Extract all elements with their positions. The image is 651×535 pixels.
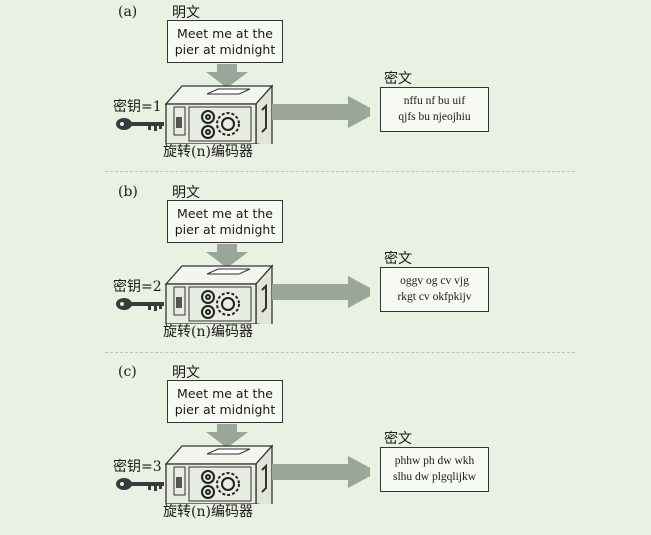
plaintext-line-2: pier at midnight: [174, 42, 276, 57]
key-label: 密钥=1: [113, 99, 162, 115]
key-icon: [116, 118, 164, 131]
ciphertext-line-1: phhw ph dw wkh: [394, 455, 475, 467]
input-funnel-arrow: [206, 244, 248, 268]
gear-icon: [201, 110, 240, 139]
rotation-encoder-machine: [116, 424, 370, 504]
ciphertext-box: phhw ph dw wkh slhu dw plgqlijkw: [380, 447, 489, 492]
plaintext-box: Meet me at the pier at midnight: [167, 20, 283, 63]
ciphertext-box: oggv og cv vjg rkgt cv okfpkijv: [380, 267, 489, 312]
ciphertext-line-1: oggv og cv vjg: [400, 275, 469, 287]
input-funnel-arrow: [206, 64, 248, 88]
plaintext-title: 明文: [172, 365, 200, 381]
key-icon: [116, 298, 164, 311]
panel-a: (a) 明文 Meet me at the pier at midnight: [0, 0, 651, 175]
panel-b: (b) 明文 Meet me at the pier at midnight: [0, 180, 651, 355]
plaintext-title: 明文: [172, 185, 200, 201]
encoder-label: 旋转(n)编码器: [163, 144, 253, 160]
ciphertext-line-2: qjfs bu njeojhiu: [398, 111, 471, 123]
ciphertext-line-2: slhu dw plgqlijkw: [392, 471, 477, 483]
encoder-box: [164, 444, 274, 504]
key-label: 密钥=3: [113, 459, 162, 475]
output-arrow: [272, 96, 370, 128]
ciphertext-line-1: nffu nf bu uif: [403, 95, 466, 107]
plaintext-line-1: Meet me at the: [177, 26, 273, 41]
plaintext-line-1: Meet me at the: [177, 386, 273, 401]
key-icon: [116, 478, 164, 491]
ciphertext-title: 密文: [384, 431, 412, 447]
gear-icon: [201, 290, 240, 319]
rotation-encoder-machine: [116, 244, 370, 324]
encoder-label: 旋转(n)编码器: [163, 324, 253, 340]
divider: [105, 171, 575, 172]
ciphertext-line-2: rkgt cv okfpkijv: [397, 291, 472, 303]
plaintext-line-1: Meet me at the: [177, 206, 273, 221]
output-arrow: [272, 276, 370, 308]
panel-label: (a): [118, 4, 138, 20]
input-funnel-arrow: [206, 424, 248, 448]
plaintext-line-2: pier at midnight: [174, 222, 276, 237]
encoder-box: [164, 264, 274, 324]
key-label: 密钥=2: [113, 279, 162, 295]
plaintext-box: Meet me at the pier at midnight: [167, 380, 283, 423]
plaintext-box: Meet me at the pier at midnight: [167, 200, 283, 243]
plaintext-line-2: pier at midnight: [174, 402, 276, 417]
encoder-box: [164, 84, 274, 144]
panel-label: (c): [118, 364, 137, 380]
panel-c: (c) 明文 Meet me at the pier at midnight: [0, 360, 651, 535]
output-arrow: [272, 456, 370, 488]
divider: [105, 352, 575, 353]
gear-icon: [201, 470, 240, 499]
panel-label: (b): [118, 184, 138, 200]
rotation-encoder-machine: [116, 64, 370, 144]
ciphertext-box: nffu nf bu uif qjfs bu njeojhiu: [380, 87, 489, 132]
encoder-label: 旋转(n)编码器: [163, 504, 253, 520]
plaintext-title: 明文: [172, 5, 200, 21]
ciphertext-title: 密文: [384, 251, 412, 267]
ciphertext-title: 密文: [384, 71, 412, 87]
